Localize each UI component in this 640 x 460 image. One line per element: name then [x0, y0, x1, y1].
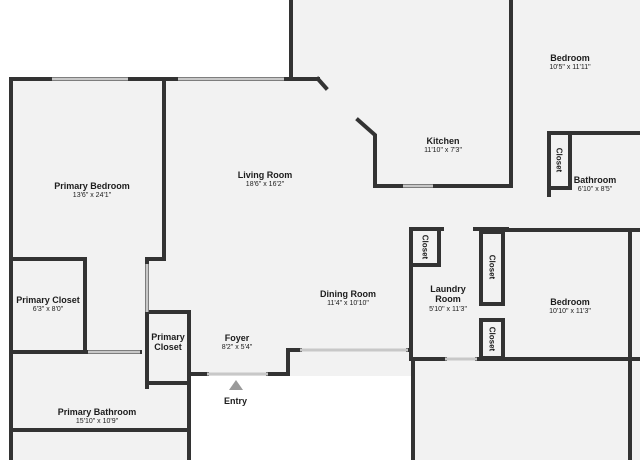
wall-bedroom-closet-upper [479, 230, 505, 306]
room-dining-room: Dining Room 11'4" x 10'10" [308, 289, 388, 308]
room-dims: 11'10" x 7'3" [424, 147, 462, 155]
room-dims: 6'10" x 8'5" [577, 186, 613, 194]
closet-bedroom-upper-label: Closet [487, 254, 497, 280]
closet-laundry-label: Closet [420, 234, 430, 260]
room-name: Bathroom [573, 175, 617, 185]
entry-label: Entry [224, 396, 248, 406]
floor-bottom-right [413, 359, 640, 460]
room-bedroom-top: Bedroom 10'5" x 11'11" [530, 53, 610, 72]
room-dims: 13'6" x 24'1" [72, 192, 112, 200]
room-dims: 8'2" x 5'4" [221, 344, 253, 352]
floor-bedroom-right [503, 229, 640, 359]
room-foyer: Foyer 8'2" x 5'4" [197, 333, 277, 352]
room-dims: 5'10" x 11'3" [429, 305, 467, 313]
room-primary-bathroom: Primary Bathroom 15'10" x 10'9" [42, 407, 152, 426]
wall-laundry-closet [409, 227, 441, 267]
room-laundry-room: Laundry Room 5'10" x 11'3" [418, 284, 478, 314]
room-name: Primary Bathroom [57, 407, 137, 417]
room-dims: 18'6" x 16'2" [245, 181, 285, 189]
wall-bath-closet-box [547, 131, 572, 190]
room-primary-closet-small: Primary Closet [148, 332, 188, 353]
room-name: Laundry Room [430, 284, 466, 305]
room-name: Dining Room [320, 289, 376, 299]
room-primary-closet: Primary Closet 6'3" x 8'0" [12, 295, 84, 314]
room-name: Bedroom [550, 297, 590, 307]
floor-primary-bedroom [11, 79, 164, 264]
wall-small-closet [145, 310, 191, 385]
room-bedroom-right: Bedroom 10'10" x 11'3" [530, 297, 610, 316]
room-name: Kitchen [426, 136, 460, 146]
room-dims: 15'10" x 10'9" [75, 418, 119, 426]
closet-bath-label: Closet [554, 147, 564, 173]
room-name: Foyer [224, 333, 250, 343]
room-dims: 10'5" x 11'11" [549, 64, 591, 72]
floor-primary-left [11, 259, 147, 359]
room-dims: 11'4" x 10'10" [327, 300, 369, 308]
room-name: Primary Closet [16, 295, 80, 305]
floor-bedroom-top [511, 0, 640, 133]
wall-foyer-right [266, 348, 302, 376]
floor-laundry [411, 229, 507, 359]
room-dims: 6'3" x 8'0" [32, 306, 64, 314]
wall-kitchen-island [355, 117, 377, 188]
room-kitchen: Kitchen 11'10" x 7'3" [403, 136, 483, 155]
room-name: Living Room [237, 170, 293, 180]
room-dims: 10'10" x 11'3" [549, 308, 591, 316]
openings [52, 77, 477, 376]
entry-marker [229, 380, 243, 390]
floor-bathroom [549, 133, 640, 230]
floors [11, 0, 640, 460]
room-name: Primary Bedroom [54, 181, 130, 191]
wall-bedroom-closet-lower [479, 318, 505, 360]
room-living-room: Living Room 18'6" x 16'2" [225, 170, 305, 189]
closet-bedroom-lower-label: Closet [487, 326, 497, 352]
floor-living-right [511, 133, 549, 232]
room-name: Primary Closet [151, 332, 185, 353]
floor-foyer [147, 264, 288, 374]
room-primary-bedroom: Primary Bedroom 13'6" x 24'1" [42, 181, 142, 200]
room-bathroom: Bathroom 6'10" x 8'5" [565, 175, 625, 194]
room-name: Bedroom [550, 53, 590, 63]
